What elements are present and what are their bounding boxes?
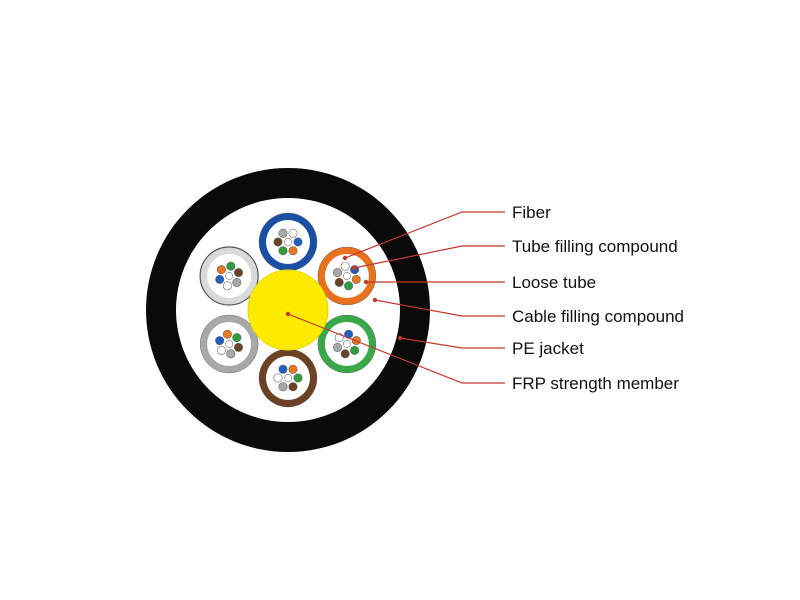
fiber [288,382,298,392]
leader-dot-tube-filling [351,265,357,271]
fiber [288,228,298,238]
fiber [278,382,288,392]
fiber [293,237,303,247]
green-tube [317,314,377,374]
fiber [332,268,342,278]
fiber [226,349,236,359]
leader-lines [285,211,505,384]
fiber [232,333,242,343]
loose-tubes-group [199,212,377,408]
fiber [278,364,288,374]
fiber [350,345,360,355]
fiber [232,277,242,287]
fiber [234,342,244,352]
label-fiber: Fiber [512,203,551,222]
fiber [288,246,298,256]
fiber [288,364,298,374]
leader-dot-loose-tube [363,279,369,285]
leader-dot-pe-jacket [397,335,403,341]
blue-tube [258,212,318,272]
fiber [284,238,292,246]
leader-pe-jacket [399,337,505,349]
fiber [273,237,283,247]
fiber [222,281,232,291]
orange-tube [317,246,377,306]
fiber [340,261,350,271]
fiber [278,228,288,238]
fiber [284,374,292,382]
fiber [216,265,226,275]
fiber [226,261,236,271]
label-pe-jacket: PE jacket [512,339,584,358]
fiber [278,246,288,256]
frp-strength-member [247,269,329,351]
fiber [342,272,351,280]
label-tube-filling-compound: Tube filling compound [512,237,678,256]
fiber [215,274,225,284]
fiber [225,272,234,280]
fiber [334,277,344,287]
label-loose-tube: Loose tube [512,273,596,292]
fiber [222,329,232,339]
fiber [216,345,226,355]
fiber [332,342,342,352]
fiber [273,373,283,383]
white-tube [199,246,259,306]
fiber [293,373,303,383]
label-frp-strength-member: FRP strength member [512,374,679,393]
fiber [215,336,225,346]
fiber [234,268,244,278]
fiber [344,281,354,291]
leader-dot-cable-filling [372,297,378,303]
leader-frp [287,313,505,384]
label-cable-filling-compound: Cable filling compound [512,307,684,326]
leader-tube-filling [353,245,505,269]
leader-cable-filling [374,299,505,317]
leader-fiber [344,211,505,259]
fiber [351,274,361,284]
leader-dot-frp [285,311,291,317]
fiber [225,340,234,348]
fiber [340,349,350,359]
leader-dot-fiber [342,255,348,261]
brown-tube [258,348,318,408]
fiber [342,340,351,348]
grey-tube [199,314,259,374]
